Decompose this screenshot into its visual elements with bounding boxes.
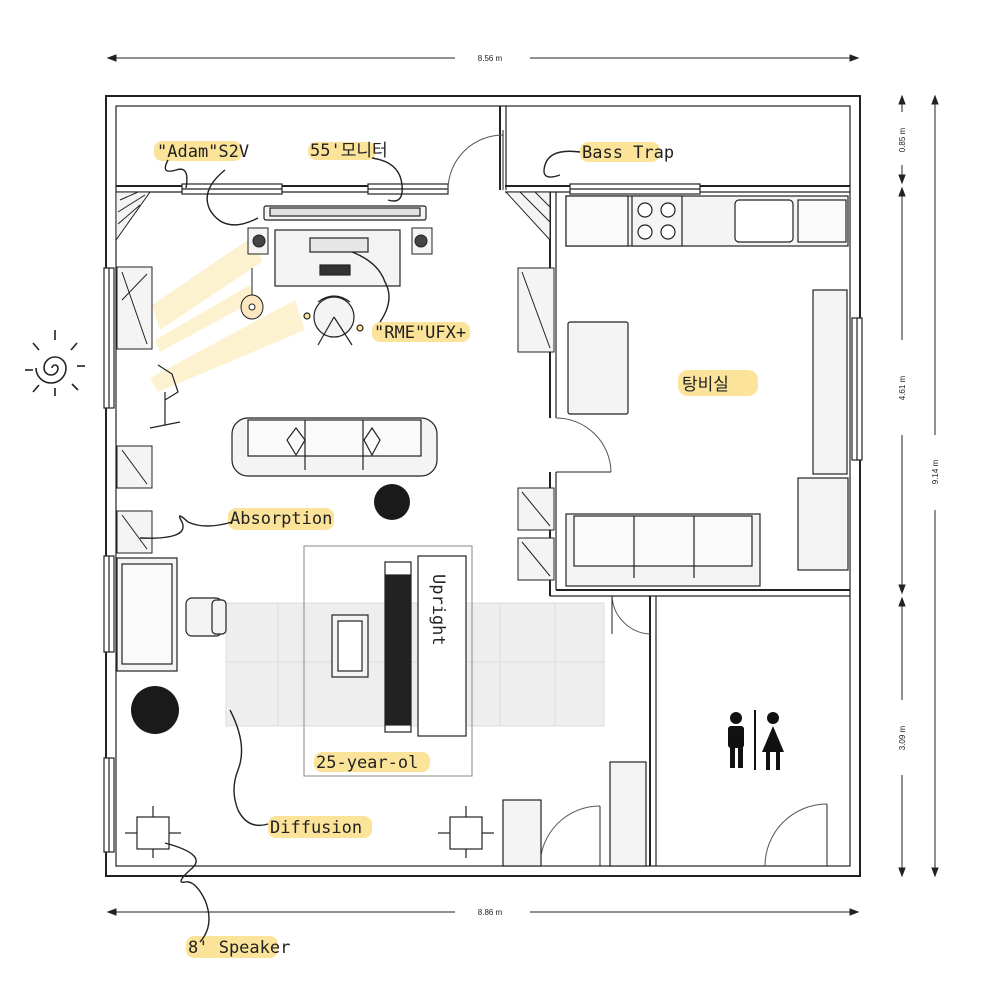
- doors: [447, 130, 828, 867]
- piano-area-outline: [303, 545, 473, 777]
- label-diffusion: Diffusion: [270, 818, 362, 838]
- corner-bass-traps: [115, 191, 551, 242]
- studio-speaker-left: [247, 227, 269, 255]
- dimension-right-total-label: 9.14 m: [931, 459, 940, 484]
- guitar-icon: [240, 268, 264, 320]
- restroom-icon: [728, 710, 784, 770]
- mic-stand: [149, 364, 181, 429]
- absorption-panels: [116, 266, 555, 581]
- light-beams: [150, 235, 305, 392]
- dimension-right-lower-label: 3.09 m: [898, 725, 907, 750]
- label-upright: Upright: [428, 574, 448, 646]
- label-bass-trap: Bass Trap: [582, 143, 674, 163]
- work-desk: [116, 557, 178, 672]
- label-speaker: 8' Speaker: [188, 938, 290, 958]
- kitchen-counter: [565, 195, 849, 247]
- cabinet-small: [502, 799, 542, 867]
- dimension-bottom: [106, 908, 860, 916]
- label-year: 25-year-ol: [316, 753, 418, 773]
- office-chair: [303, 295, 364, 346]
- cabinet-tall: [609, 761, 647, 867]
- annotation-arrows: [139, 150, 581, 943]
- kitchen-table: [567, 321, 629, 415]
- dimension-right-upper-label: 0.85 m: [898, 127, 907, 152]
- label-highlights: [154, 141, 758, 958]
- dimension-right-middle-label: 4.61 m: [898, 375, 907, 400]
- sun-icon: [25, 330, 85, 396]
- kitchen-side-cabinets: [797, 289, 849, 571]
- dimension-right-segments: [898, 94, 906, 878]
- windows: [103, 183, 863, 853]
- tv-monitor: [263, 205, 427, 221]
- small-table-right: [438, 806, 494, 858]
- small-table-left: [125, 806, 181, 858]
- living-sofa: [231, 417, 438, 477]
- rug: [225, 602, 605, 727]
- label-absorption: Absorption: [230, 509, 332, 529]
- label-kitchen: 탕비실: [682, 375, 729, 395]
- studio-speaker-right: [411, 227, 433, 255]
- dimension-right-total: [931, 94, 939, 878]
- chair-icon: [185, 597, 227, 637]
- upright-piano: [331, 555, 467, 737]
- dimension-bottom-label: 8.86 m: [478, 908, 503, 917]
- dimension-top-label: 8.56 m: [478, 54, 503, 63]
- dimension-top: [106, 54, 860, 62]
- label-adam-speaker: "Adam"S2V: [157, 142, 249, 162]
- label-monitor: 55'모니터: [310, 141, 388, 161]
- kitchen-sofa: [565, 513, 761, 587]
- plant-icon: [131, 484, 410, 734]
- label-rme: "RME"UFX+: [374, 323, 466, 343]
- studio-desk: [274, 229, 401, 287]
